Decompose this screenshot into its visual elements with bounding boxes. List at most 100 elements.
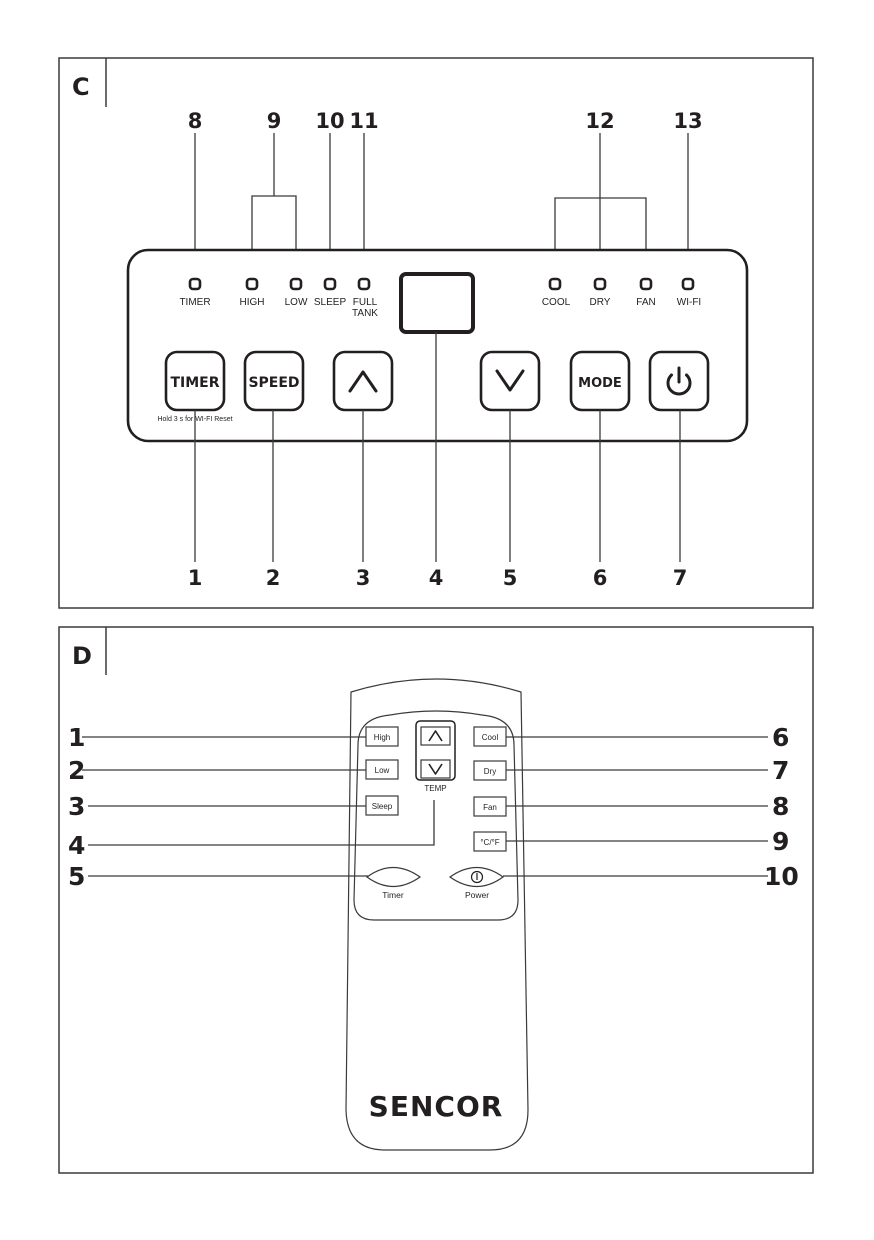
callout-d7: 7 bbox=[772, 756, 789, 785]
indicator-full-tank: FULL TANK bbox=[352, 277, 378, 319]
remote-temp-up-body[interactable] bbox=[420, 726, 451, 746]
power-icon bbox=[666, 366, 692, 396]
remote-temp-down-body[interactable] bbox=[420, 759, 451, 779]
remote-timer-button-body[interactable] bbox=[365, 866, 422, 888]
indicator-timer: TIMER bbox=[179, 277, 211, 308]
led bbox=[593, 277, 607, 291]
callout-11: 11 bbox=[349, 109, 378, 133]
callout-9: 9 bbox=[267, 109, 282, 133]
remote-sleep-button[interactable]: Sleep bbox=[365, 795, 399, 816]
led-label: FULL bbox=[353, 297, 378, 308]
remote-dry-label: Dry bbox=[484, 767, 496, 776]
led bbox=[245, 277, 259, 291]
callout-8: 8 bbox=[188, 109, 203, 133]
led-label: SLEEP bbox=[314, 297, 347, 308]
callout-4: 4 bbox=[429, 566, 444, 590]
speed-button-body[interactable] bbox=[243, 350, 305, 412]
led bbox=[188, 277, 202, 291]
remote-fan-button[interactable]: Fan bbox=[473, 796, 507, 817]
indicator-wifi: WI-FI bbox=[677, 277, 701, 308]
indicator-cool: COOL bbox=[542, 277, 571, 308]
remote-sleep-label: Sleep bbox=[372, 802, 393, 811]
led-label: TIMER bbox=[179, 297, 210, 308]
callout-d10: 10 bbox=[764, 862, 799, 891]
remote-temp-down-button[interactable] bbox=[420, 759, 451, 779]
remote-high-button[interactable]: High bbox=[365, 726, 399, 747]
remote-power-label: Power bbox=[465, 890, 489, 900]
callout-d3: 3 bbox=[68, 792, 85, 821]
callout-5: 5 bbox=[503, 566, 518, 590]
temp-up-button-body[interactable] bbox=[332, 350, 394, 412]
led-label: HIGH bbox=[240, 297, 265, 308]
remote-timer-button[interactable]: Timer bbox=[365, 866, 422, 901]
mode-button-label: MODE bbox=[578, 376, 622, 391]
remote-power-button[interactable]: Power bbox=[448, 866, 505, 901]
timer-button-label: TIMER bbox=[170, 375, 219, 391]
temp-down-button[interactable] bbox=[479, 350, 541, 412]
power-icon bbox=[470, 870, 484, 884]
remote-high-label: High bbox=[374, 733, 390, 742]
led bbox=[289, 277, 303, 291]
temp-down-button-body[interactable] bbox=[479, 350, 541, 412]
indicator-fan: FAN bbox=[636, 277, 656, 308]
chevron-down-icon bbox=[495, 369, 525, 392]
timer-button[interactable]: TIMER bbox=[164, 350, 226, 412]
led bbox=[639, 277, 653, 291]
section-c-frame bbox=[58, 57, 814, 609]
section-d-letter: D bbox=[72, 642, 92, 670]
led bbox=[357, 277, 371, 291]
leader-12-bracket bbox=[554, 197, 647, 279]
speed-button-label: SPEED bbox=[248, 375, 299, 391]
callout-d5: 5 bbox=[68, 862, 85, 891]
remote-unit-button[interactable]: °C/°F bbox=[473, 831, 507, 852]
chevron-down-icon bbox=[428, 763, 443, 775]
remote-fan-label: Fan bbox=[483, 803, 497, 812]
remote-cool-label: Cool bbox=[482, 733, 499, 742]
remote-temp-label: TEMP bbox=[424, 784, 446, 793]
callout-d2: 2 bbox=[68, 756, 85, 785]
callout-7: 7 bbox=[673, 566, 688, 590]
indicator-high: HIGH bbox=[240, 277, 265, 308]
brand-logo: SENCOR bbox=[369, 1090, 504, 1123]
section-c-letter: C bbox=[72, 73, 90, 101]
remote-low-label: Low bbox=[375, 766, 390, 775]
section-d-frame bbox=[58, 626, 814, 1174]
remote-unit-label: °C/°F bbox=[480, 838, 499, 847]
led-label: FAN bbox=[636, 297, 655, 308]
indicator-dry: DRY bbox=[590, 277, 611, 308]
led-label: COOL bbox=[542, 297, 571, 308]
callout-d4: 4 bbox=[68, 831, 85, 860]
callout-6: 6 bbox=[593, 566, 608, 590]
led-label-line2: TANK bbox=[352, 308, 378, 319]
led bbox=[681, 277, 695, 291]
callout-1: 1 bbox=[188, 566, 203, 590]
callout-2: 2 bbox=[266, 566, 281, 590]
led bbox=[548, 277, 562, 291]
leader-d4 bbox=[88, 800, 435, 846]
speed-button[interactable]: SPEED bbox=[243, 350, 305, 412]
led-label: WI-FI bbox=[677, 297, 701, 308]
remote-dry-button[interactable]: Dry bbox=[473, 760, 507, 781]
mode-button[interactable]: MODE bbox=[569, 350, 631, 412]
section-d: D High Low Sleep TEMP bbox=[58, 626, 814, 1174]
led bbox=[323, 277, 337, 291]
temp-up-button[interactable] bbox=[332, 350, 394, 412]
display-screen bbox=[399, 272, 475, 334]
callout-d8: 8 bbox=[772, 792, 789, 821]
indicator-sleep: SLEEP bbox=[314, 277, 347, 308]
callout-13: 13 bbox=[673, 109, 702, 133]
leader-9-bracket bbox=[251, 195, 297, 279]
remote-temp-up-button[interactable] bbox=[420, 726, 451, 746]
remote-timer-label: Timer bbox=[382, 890, 404, 900]
section-c: C 8 9 10 11 12 13 TIMER HIGH LOW bbox=[58, 57, 814, 609]
chevron-up-icon bbox=[428, 730, 443, 742]
callout-3: 3 bbox=[356, 566, 371, 590]
callout-10: 10 bbox=[315, 109, 344, 133]
remote-cool-button[interactable]: Cool bbox=[473, 726, 507, 747]
remote-low-button[interactable]: Low bbox=[365, 759, 399, 780]
led-label: LOW bbox=[285, 297, 308, 308]
callout-d1: 1 bbox=[68, 723, 85, 752]
power-button[interactable] bbox=[648, 350, 710, 412]
led-label: DRY bbox=[590, 297, 611, 308]
